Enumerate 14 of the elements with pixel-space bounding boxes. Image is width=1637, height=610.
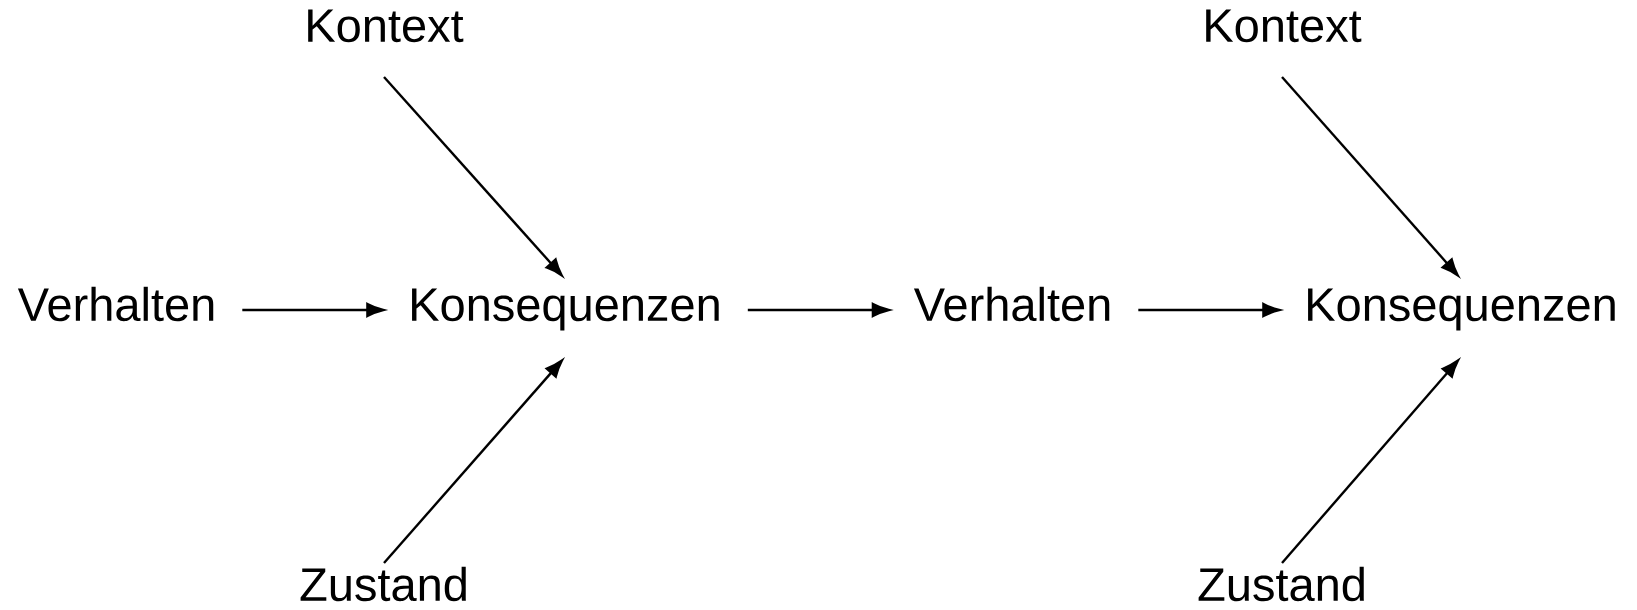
text-label: Konsequenzen	[1308, 288, 1615, 331]
text-label: Zustand	[300, 566, 466, 602]
text-label: Zustand	[1198, 566, 1364, 602]
arrow	[1138, 302, 1281, 318]
text-label: Kontext	[308, 9, 464, 43]
arrow	[1281, 76, 1459, 277]
arrow	[1281, 359, 1459, 564]
arrow	[383, 359, 563, 564]
text-label: Kontext	[1206, 9, 1362, 43]
arrow	[383, 76, 563, 277]
text-label: Verhalten	[17, 286, 214, 322]
arrow	[242, 302, 385, 318]
text-label: Verhalten	[913, 286, 1110, 322]
text-label: Konsequenzen	[412, 288, 719, 331]
